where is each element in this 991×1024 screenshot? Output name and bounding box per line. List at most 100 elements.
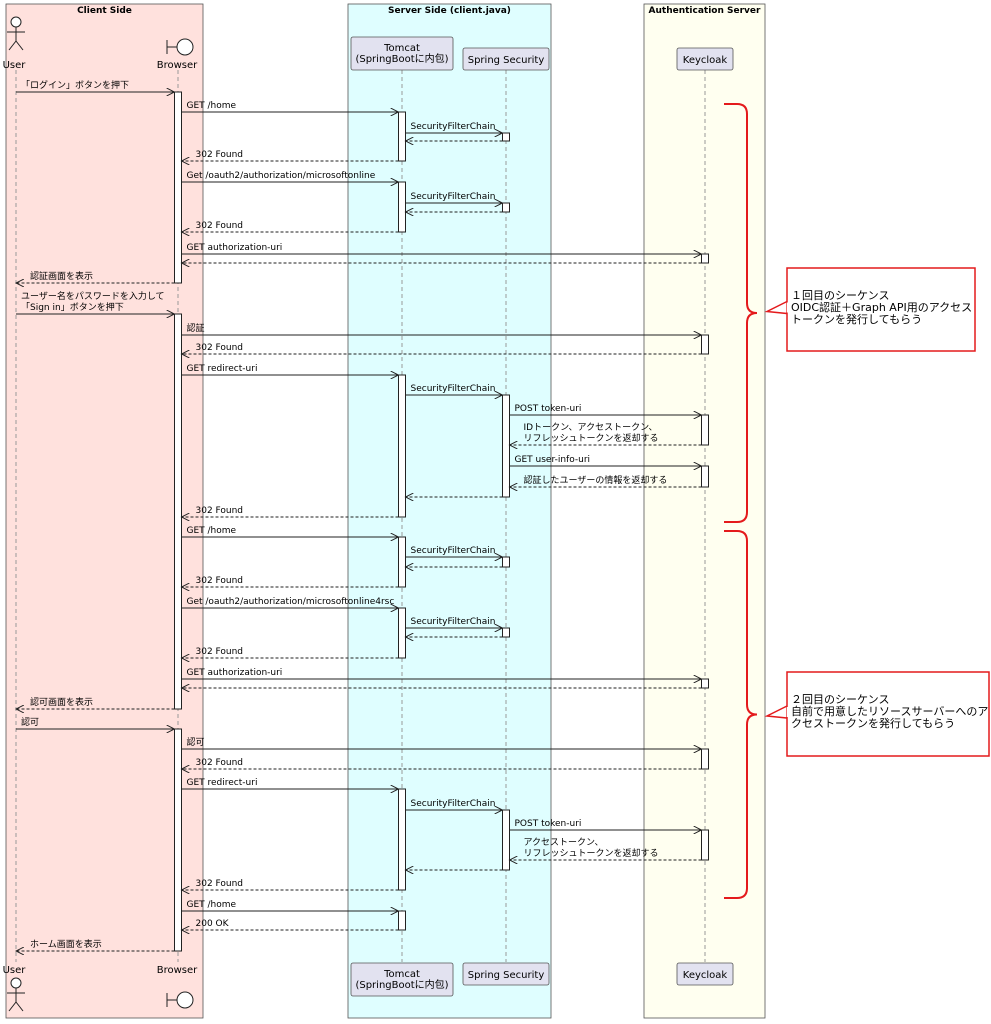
message-38: GET redirect-uri <box>181 778 399 789</box>
message-32: GET authorization-uri <box>181 668 702 679</box>
participant-label: Keycloak <box>683 970 728 981</box>
activation-browser <box>174 728 182 952</box>
message-label: SecurityFilterChain <box>411 546 496 556</box>
activation-tomcat <box>398 910 406 931</box>
participant-keycloak-bottom: Keycloak <box>676 962 734 986</box>
message-46: ホーム画面を表示 <box>16 938 175 951</box>
message-label: 302 Found <box>196 647 244 657</box>
message-16: GET redirect-uri <box>181 364 399 375</box>
message-label: 認証 <box>187 322 205 334</box>
message-28: Get /oauth2/authorization/microsoftonlin… <box>181 597 399 608</box>
activation-security <box>502 556 510 568</box>
participant-browser-bottom: Browser <box>157 965 198 1009</box>
message-label: 「ログイン」ボタンを押下 <box>21 79 129 91</box>
message-label: 認可 <box>21 716 39 728</box>
group-box-server <box>347 3 552 1019</box>
message-13: ユーザー名をパスワードを入力して「Sign in」ボタンを押下 <box>16 290 175 314</box>
message-45: 200 OK <box>182 919 399 930</box>
message-3: SecurityFilterChain <box>405 122 503 133</box>
activation-tomcat <box>398 788 406 891</box>
participant-label: Browser <box>157 965 198 976</box>
message-label: 302 Found <box>196 343 244 353</box>
message-label: IDトークン、アクセストークン、リフレッシュトークンを返却する <box>524 422 659 444</box>
activation-security <box>502 132 510 142</box>
message-6: Get /oauth2/authorization/microsoftonlin… <box>181 171 399 182</box>
message-35: 認可 <box>16 716 175 729</box>
message-label: 認可画面を表示 <box>30 696 93 708</box>
message-23: 302 Found <box>182 506 399 517</box>
sequence-brace <box>724 530 758 899</box>
message-label: GET redirect-uri <box>187 364 258 374</box>
activation-browser <box>174 91 182 284</box>
message-10: GET authorization-uri <box>181 243 702 254</box>
participant-label: Browser <box>157 60 198 71</box>
message-20: GET user-info-uri <box>509 455 702 466</box>
message-29: SecurityFilterChain <box>405 617 503 628</box>
message-34: 認可画面を表示 <box>16 696 175 709</box>
message-36: 認可 <box>181 736 702 749</box>
participant-label: Tomcat(SpringBootに内包) <box>355 969 448 991</box>
group-title-server: Server Side (client.java) <box>388 6 511 16</box>
message-label: 302 Found <box>196 221 244 231</box>
note-text: ２回目のシーケンス自前で用意したリソースサーバーへのアクセストークンを発行しても… <box>791 693 988 730</box>
message-41: アクセストークン、リフレッシュトークンを返却する <box>510 837 702 860</box>
message-label: GET /home <box>187 900 237 910</box>
participant-label: User <box>3 965 27 976</box>
message-label: SecurityFilterChain <box>411 799 496 809</box>
message-15: 302 Found <box>182 343 702 354</box>
message-label: 200 OK <box>196 919 230 929</box>
participant-label: Tomcat(SpringBootに内包) <box>355 43 448 65</box>
message-label: GET user-info-uri <box>515 455 591 465</box>
message-5: 302 Found <box>182 150 399 161</box>
message-14: 認証 <box>181 322 702 335</box>
message-7: SecurityFilterChain <box>405 192 503 203</box>
message-18: POST token-uri <box>509 404 702 415</box>
message-19: IDトークン、アクセストークン、リフレッシュトークンを返却する <box>510 422 702 445</box>
participant-keycloak-top: Keycloak <box>676 47 734 71</box>
group-title-auth: Authentication Server <box>649 6 761 16</box>
message-17: SecurityFilterChain <box>405 384 503 395</box>
activation-keycloak <box>701 829 709 861</box>
message-label: Get /oauth2/authorization/microsoftonlin… <box>187 597 395 607</box>
message-label: GET redirect-uri <box>187 778 258 788</box>
participant-browser-top: Browser <box>157 38 198 71</box>
activation-tomcat <box>398 181 406 233</box>
message-1: 「ログイン」ボタンを押下 <box>16 79 175 92</box>
activation-keycloak <box>701 253 709 264</box>
message-label: GET /home <box>187 526 237 536</box>
message-40: POST token-uri <box>509 819 702 830</box>
message-9: 302 Found <box>182 221 399 232</box>
message-label: 302 Found <box>196 879 244 889</box>
sequence-brace <box>724 103 758 523</box>
message-2: GET /home <box>181 101 399 112</box>
message-label: SecurityFilterChain <box>411 384 496 394</box>
message-label: 認証画面を表示 <box>30 270 93 282</box>
message-label: 認可 <box>187 736 205 748</box>
message-label: GET /home <box>187 101 237 111</box>
message-label: GET authorization-uri <box>187 243 283 253</box>
message-label: アクセストークン、リフレッシュトークンを返却する <box>524 837 659 859</box>
message-12: 認証画面を表示 <box>16 270 175 283</box>
activation-security <box>502 627 510 638</box>
message-25: SecurityFilterChain <box>405 546 503 557</box>
participant-user-bottom: User <box>3 965 27 1012</box>
activation-browser <box>174 313 182 710</box>
message-44: GET /home <box>181 900 399 911</box>
activation-tomcat <box>398 111 406 162</box>
activation-keycloak <box>701 334 709 355</box>
activation-tomcat <box>398 374 406 518</box>
message-24: GET /home <box>181 526 399 537</box>
message-43: 302 Found <box>182 879 399 890</box>
message-label: 302 Found <box>196 576 244 586</box>
message-label: SecurityFilterChain <box>411 192 496 202</box>
message-label: 302 Found <box>196 758 244 768</box>
message-label: GET authorization-uri <box>187 668 283 678</box>
activation-keycloak <box>701 414 709 446</box>
activation-tomcat <box>398 536 406 588</box>
note-sequence-2: ２回目のシーケンス自前で用意したリソースサーバーへのアクセストークンを発行しても… <box>764 671 990 757</box>
participant-label: Spring Security <box>468 970 545 981</box>
group-box-client <box>5 3 204 1019</box>
